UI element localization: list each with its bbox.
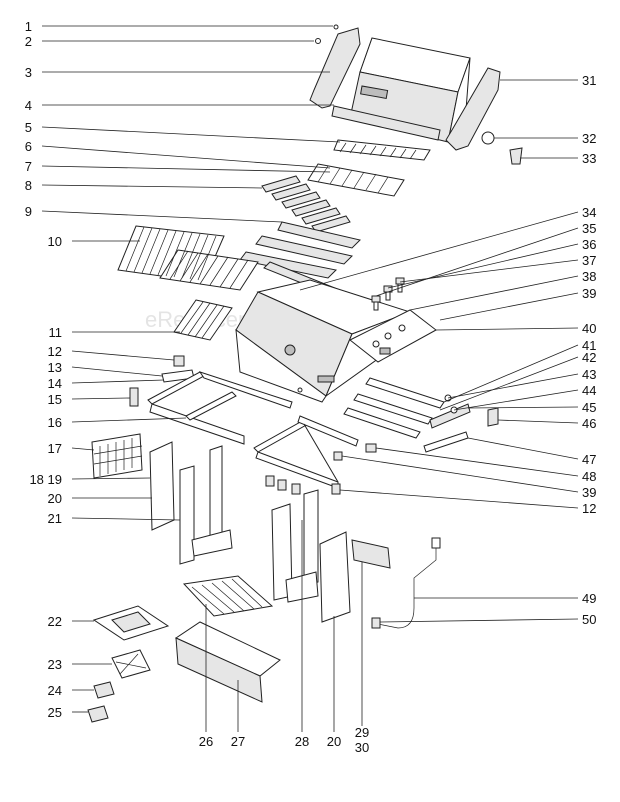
callout-label: 14: [48, 376, 62, 391]
warming-rack-part: [333, 139, 431, 161]
callout-label: 26: [199, 734, 213, 749]
side-panel-right-part: [319, 531, 351, 623]
catch-pan-part: [92, 605, 170, 641]
callout-label: 2: [25, 34, 32, 49]
leader-lines: [41, 25, 579, 732]
gas-hose-part: [371, 537, 441, 629]
callout-label: 32: [582, 131, 596, 146]
condiment-basket-part: [91, 433, 143, 479]
callout-label: 5: [25, 120, 32, 135]
callout-label: 28: [295, 734, 309, 749]
side-panel-left-part: [149, 441, 175, 531]
callout-label: 22: [48, 614, 62, 629]
flavorizer-bars-upper-part: [261, 175, 351, 233]
right-end-cap-part: [445, 67, 501, 151]
callouts-bottom: 26 27 28 20 29 30: [199, 725, 369, 755]
callout-label: 47: [582, 452, 596, 467]
washer-part: [481, 131, 495, 145]
callout-label: 48: [582, 469, 596, 484]
callout-label: 40: [582, 321, 596, 336]
callout-label: 46: [582, 416, 596, 431]
callouts-left: 1 2 3 4 5 6 7 8 9 10 11 12 13 14 15 16 1…: [25, 19, 62, 720]
right-legs-part: [265, 475, 319, 603]
tank-cover-part: [174, 621, 281, 703]
left-legs-part: [179, 445, 233, 565]
callout-label: 12: [48, 344, 62, 359]
drip-tray-part: [93, 681, 115, 699]
callout-label: 1: [25, 19, 32, 34]
callout-label: 35: [582, 221, 596, 236]
callout-label: 39: [582, 286, 596, 301]
callout-label: 9: [25, 204, 32, 219]
callout-label: 30: [355, 740, 369, 755]
small-bracket-part: [129, 387, 139, 407]
callout-label: 38: [582, 269, 596, 284]
callout-label: 8: [25, 178, 32, 193]
callout-label: 41: [582, 338, 596, 353]
callout-label: 10: [48, 234, 62, 249]
callout-label: 12: [582, 501, 596, 516]
callout-label: 36: [582, 237, 596, 252]
callout-label: 4: [25, 98, 32, 113]
callout-label: 11: [49, 325, 63, 340]
callout-label: 20: [48, 491, 62, 506]
callout-label: 15: [48, 392, 62, 407]
frame-part: [147, 371, 293, 445]
parts-drawing: [87, 24, 523, 723]
heat-shield-part: [351, 539, 391, 569]
callout-label: 13: [48, 360, 62, 375]
control-knobs-part: [371, 277, 405, 311]
callout-label: 3: [25, 65, 32, 80]
right-frame-part: [253, 415, 377, 495]
callout-label: 17: [48, 441, 62, 456]
callout-label: 27: [231, 734, 245, 749]
drip-tray-holder-part: [111, 649, 151, 679]
bolt-part: [315, 38, 321, 44]
callout-label: 50: [582, 612, 596, 627]
callout-label: 16: [48, 415, 62, 430]
callout-label: 37: [582, 253, 596, 268]
callout-label: 29: [355, 725, 369, 740]
callout-label: 7: [25, 159, 32, 174]
bottom-shelf-part: [182, 575, 274, 617]
clip-part: [173, 355, 185, 367]
callout-label: 31: [582, 73, 596, 88]
callout-label: 49: [582, 591, 596, 606]
burner-tubes-part: [343, 377, 471, 453]
callout-label: 20: [327, 734, 341, 749]
warming-grate-part: [173, 299, 233, 341]
bracket-part: [487, 407, 499, 427]
callout-label: 21: [48, 511, 62, 526]
callouts-right: 31 32 33 34 35 36 37 38 39 40 41 42 43 4…: [582, 73, 596, 627]
callout-label: 43: [582, 367, 596, 382]
cooking-grates-part: [117, 225, 259, 291]
callout-label: 18 19: [29, 472, 62, 487]
callout-label: 42: [582, 350, 596, 365]
left-end-cap-part: [309, 27, 361, 109]
small-grate-part: [307, 163, 405, 197]
callout-label: 45: [582, 400, 596, 415]
thermometer-part: [509, 147, 523, 165]
screw-part: [333, 24, 339, 30]
callout-label: 39: [582, 485, 596, 500]
callout-label: 23: [48, 657, 62, 672]
disposable-tray-part: [87, 705, 109, 723]
callout-label: 33: [582, 151, 596, 166]
callout-label: 34: [582, 205, 596, 220]
callout-label: 24: [48, 683, 62, 698]
callout-label: 44: [582, 383, 596, 398]
callout-label: 25: [48, 705, 62, 720]
lid-handle-part: [331, 105, 441, 141]
callout-label: 6: [25, 139, 32, 154]
